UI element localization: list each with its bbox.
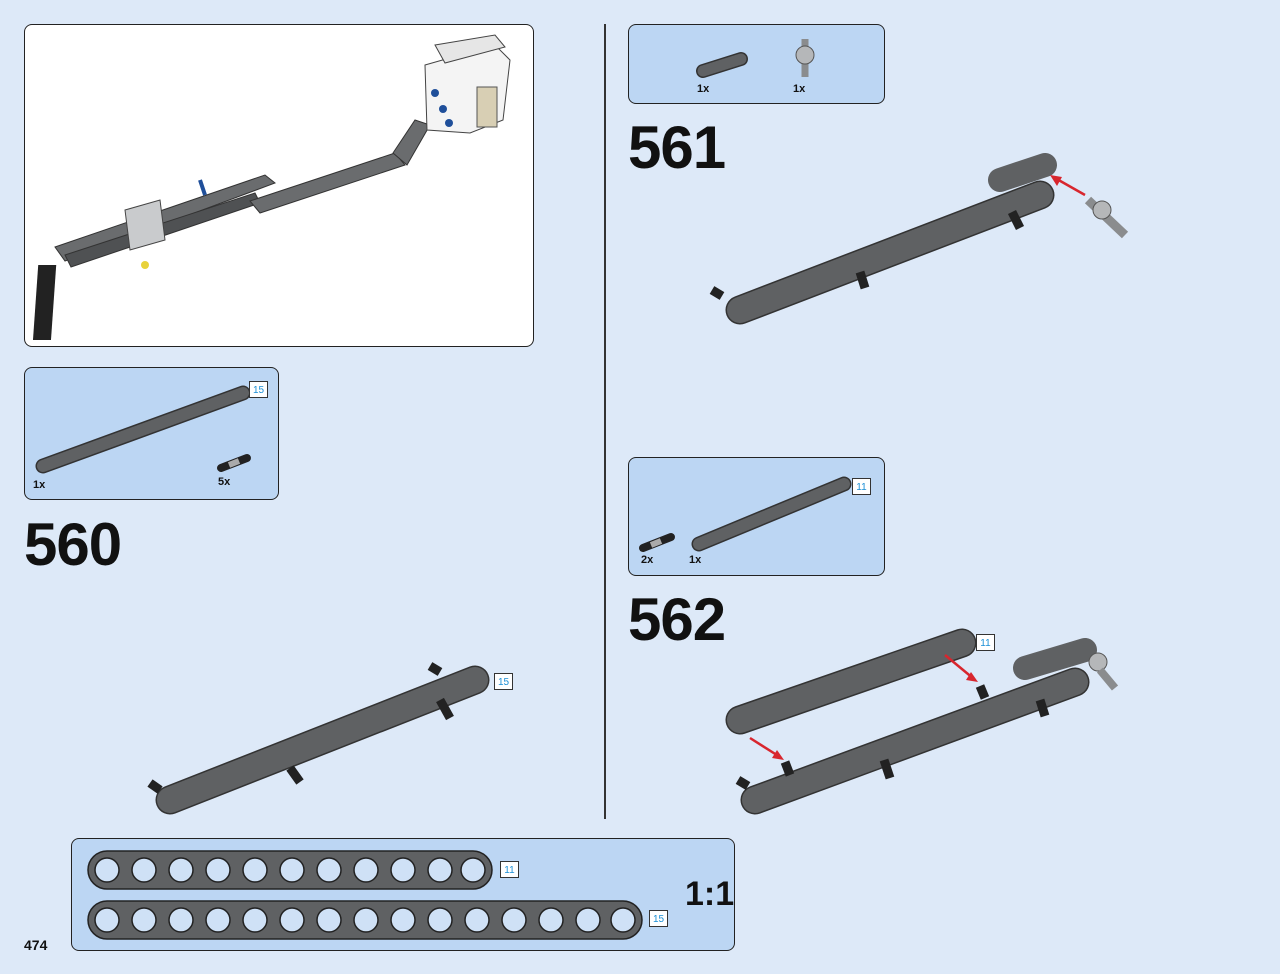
model-callout-560: 15 [494,673,513,690]
part-quantity-connector: 1x [793,83,806,95]
step-number-562: 562 [628,586,726,653]
part-quantity-beam: 1x [689,554,702,566]
white-block-illustration [424,34,511,134]
ladder-illustration [32,265,74,340]
column-divider [604,24,606,819]
scale-beam-15 [87,900,643,940]
axle-connector-part [795,39,815,77]
step-number-561: 561 [628,114,726,181]
step-560-model-illustration [147,662,490,815]
scale-beams-illustration [87,850,643,940]
step-560-parts-box: 1x 5x 15 [24,367,279,500]
part-quantity-pin: 2x [641,554,654,566]
step-562-parts-illustration [639,476,852,552]
page-number: 474 [24,937,48,953]
scale-label: 1:1 [685,875,735,913]
model-callout-562: 11 [976,634,995,651]
step-562-parts-box: 2x 1x 11 [628,457,885,576]
step-561-parts-box: 1x 1x [628,24,885,104]
assembly-preview-illustration [32,34,511,340]
beam-11-part [691,476,852,552]
part-quantity-beam: 1x [697,83,710,95]
step-number-560: 560 [24,511,122,578]
scale-beam-15-callout: 15 [649,910,668,927]
arm-illustration [54,119,431,269]
step-560-parts-illustration [35,385,251,474]
scale-guide-box: 11 15 1:1 [71,838,735,951]
part-quantity-beam: 1x [33,479,46,491]
connector-pin-part [217,454,251,472]
assembly-preview-panel [24,24,534,347]
beam-3-part [696,52,748,78]
scale-beam-11 [87,850,493,890]
beam-length-callout: 15 [249,381,268,398]
beam-length-callout: 11 [852,478,871,495]
beam-15-part [35,385,251,474]
step-561-parts-illustration [696,39,815,78]
connector-pin-part [639,533,675,552]
part-quantity-pin: 5x [218,476,231,488]
scale-beam-11-callout: 11 [500,861,519,878]
